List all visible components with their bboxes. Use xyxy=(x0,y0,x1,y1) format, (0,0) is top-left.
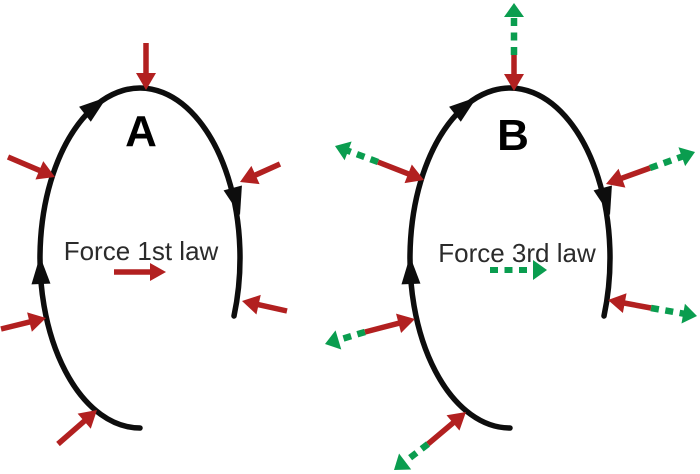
action-force-arrow-head xyxy=(27,312,46,332)
reaction-force-arrow-shaft xyxy=(334,328,366,344)
reaction-force-arrow-head xyxy=(335,141,352,161)
action-force-arrow-head xyxy=(77,410,97,429)
reaction-force-arrow-head xyxy=(678,147,695,167)
action-force-arrow-shaft xyxy=(56,416,89,447)
legend-arrow-head xyxy=(533,260,547,280)
diagram-third-law xyxy=(325,3,697,470)
reaction-force-arrow-head xyxy=(394,453,412,470)
action-force-arrow-head xyxy=(396,313,415,333)
diagram-b-caption: Force 3rd law xyxy=(438,238,596,268)
action-force-arrow-head xyxy=(242,294,261,315)
reaction-force-arrow-head xyxy=(681,303,697,324)
reaction-force-arrow-shaft xyxy=(400,441,430,466)
trajectory-curve xyxy=(407,85,613,431)
reaction-force-arrow-head xyxy=(504,3,524,17)
action-force-arrow-head xyxy=(240,165,260,185)
diagram-a-caption: Force 1st law xyxy=(63,236,219,266)
action-force-arrow-shaft xyxy=(0,318,34,332)
reaction-force-arrow-shaft xyxy=(650,304,687,318)
action-force-arrow-head xyxy=(504,74,524,91)
action-force-arrow-shaft xyxy=(376,159,413,178)
action-force-arrow-shaft xyxy=(426,418,458,447)
reaction-force-arrow-shaft xyxy=(344,146,380,166)
diagram-first-law xyxy=(0,43,288,447)
motion-direction-arrowhead xyxy=(593,185,612,215)
action-force-arrow-shaft xyxy=(617,165,651,182)
motion-direction-arrowhead xyxy=(401,256,421,285)
action-force-arrow-shaft xyxy=(254,301,288,314)
action-force-arrow-shaft xyxy=(251,161,282,179)
reaction-force-arrow-head xyxy=(325,330,342,350)
action-force-arrow-shaft xyxy=(364,319,403,335)
trajectory-curve xyxy=(37,85,243,431)
motion-direction-arrowhead xyxy=(31,256,51,285)
motion-direction-arrowhead xyxy=(449,97,477,122)
action-force-arrow-head xyxy=(608,293,627,313)
action-force-arrow-head xyxy=(404,164,424,184)
diagram-b-label: B xyxy=(497,111,529,160)
action-force-arrow-head xyxy=(446,412,466,431)
reaction-force-arrow-shaft xyxy=(648,152,686,172)
action-force-arrow-head xyxy=(606,168,626,188)
action-force-arrow-head xyxy=(136,73,156,90)
legend-arrow-head xyxy=(150,263,166,281)
action-force-arrow-head xyxy=(35,161,55,180)
action-force-arrow-shaft xyxy=(620,299,652,311)
motion-direction-arrowhead xyxy=(223,185,242,215)
action-force-arrow-shaft xyxy=(6,154,44,175)
motion-direction-arrowhead xyxy=(79,97,107,122)
diagram-a-label: A xyxy=(125,107,157,156)
